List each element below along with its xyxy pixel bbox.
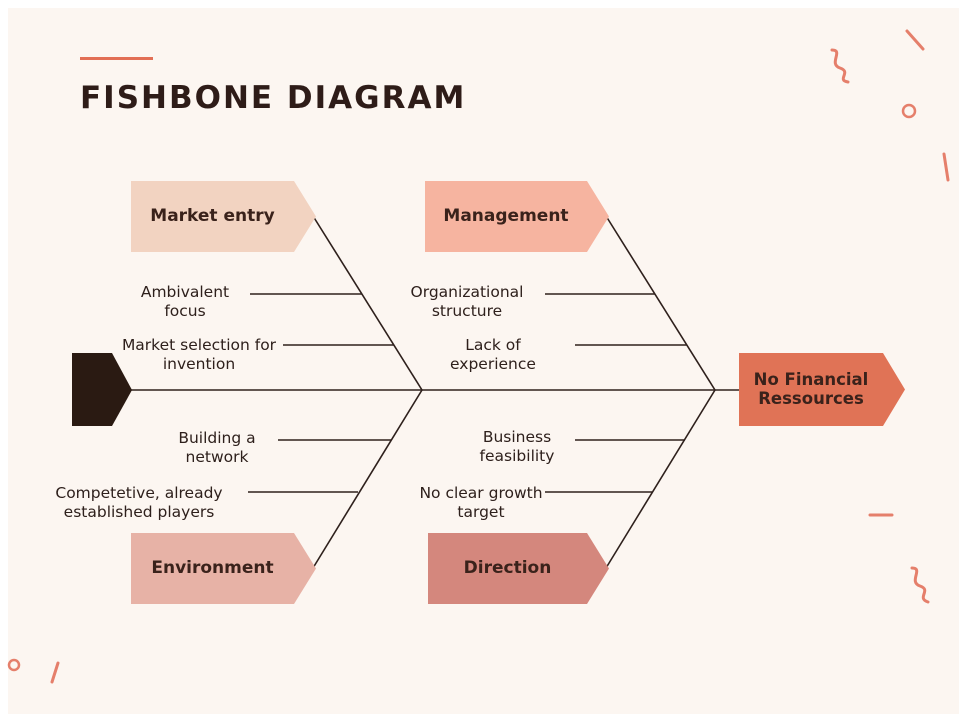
- frame-bottom: [0, 714, 959, 722]
- bone-market-entry: [312, 215, 423, 391]
- title-accent-line: [80, 57, 153, 60]
- cause-lack-of-experience: Lack of experience: [450, 336, 536, 373]
- cause-business-feasibility: Business feasibility: [479, 428, 555, 465]
- decorative-dash-icon: [50, 661, 60, 684]
- cause-no-clear-growth-target: No clear growth target: [419, 484, 543, 521]
- cause-building-network: Building a network: [178, 429, 256, 466]
- cause-competetive-players: Competetive, already established players: [55, 484, 223, 521]
- category-direction: Direction: [428, 533, 609, 604]
- diagram-title: FISHBONE DIAGRAM: [80, 80, 467, 116]
- decorative-squiggle-icon: [830, 48, 850, 84]
- category-market-entry: Market entry: [131, 181, 316, 252]
- category-management: Management: [425, 181, 609, 252]
- bone-direction: [605, 389, 716, 569]
- decorative-circle-icon: [901, 103, 917, 119]
- decorative-dash-icon: [942, 152, 950, 182]
- decorative-squiggle-icon: [910, 566, 930, 604]
- category-environment: Environment: [131, 533, 316, 604]
- effect-head: No Financial Ressources: [739, 353, 905, 426]
- frame-left: [0, 0, 8, 722]
- fish-tail-shape: [72, 353, 132, 426]
- cause-organizational-structure: Organizational structure: [410, 283, 524, 320]
- bone-environment: [312, 389, 423, 569]
- decorative-dash-icon: [868, 513, 894, 517]
- bone-management: [605, 215, 716, 391]
- decorative-circle-icon: [7, 658, 21, 672]
- cause-market-selection: Market selection for invention: [121, 336, 277, 373]
- cause-ambivalent-focus: Ambivalent focus: [140, 283, 230, 320]
- decorative-dash-icon: [905, 29, 925, 51]
- frame-top: [0, 0, 959, 8]
